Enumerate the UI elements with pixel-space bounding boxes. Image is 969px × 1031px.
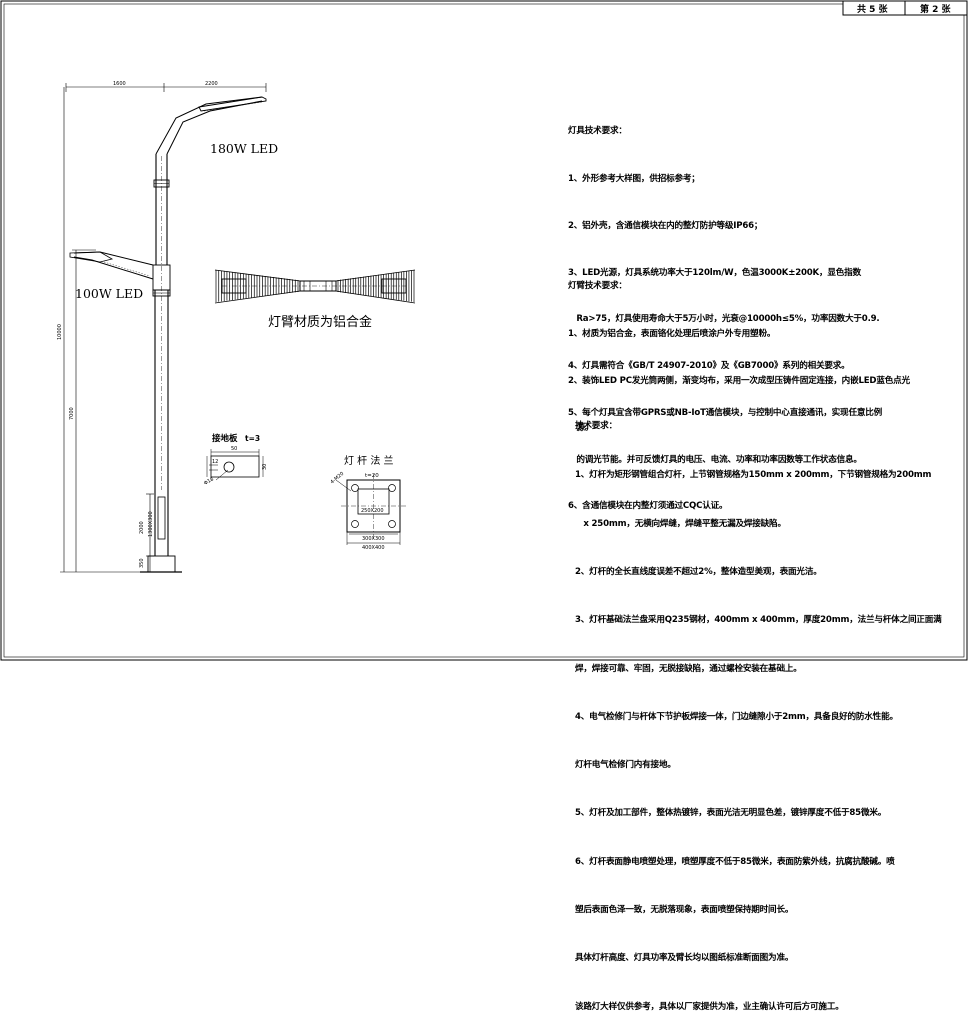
dim-door-box: 1300X300 xyxy=(148,511,154,537)
arm-material-caption: 灯臂材质为铝合金 xyxy=(268,314,372,330)
arm-requirements: 灯臂技术要求： 1、材质为铝合金，表面铬化处理后喷涂户外专用塑粉。 2、装饰LE… xyxy=(568,248,910,452)
arm-req-line: 1、材质为铝合金，表面铬化处理后喷涂户外专用塑粉。 xyxy=(568,328,776,339)
arm-req-line: 2、装饰LED PC发光筒两侧，渐变均布，采用一次成型压铸件固定连接，内嵌LED… xyxy=(568,375,910,386)
grounding-dim-length: 50 xyxy=(231,446,237,452)
pole-req-line: x 250mm，无横向焊缝，焊缝平整无漏及焊接缺陷。 xyxy=(575,518,786,529)
pole-req-line: 灯杆电气检修门内有接地。 xyxy=(575,760,676,771)
lamp-req-line: 2、铝外壳，含通信模块在内的整灯防护等级IP66； xyxy=(568,220,763,231)
pole-requirements-heading: 技术要求： xyxy=(575,421,617,432)
sheet-number: 第 2 张 xyxy=(920,5,951,15)
lamp-req-line: 5、每个灯具宜含带GPRS或NB-IoT通信模块，与控制中心直接通讯，实现任意比… xyxy=(568,407,883,418)
pole-requirements: 技术要求： 1、灯杆为矩形钢管组合灯杆，上节钢管规格为150mm x 200mm… xyxy=(575,386,942,1031)
drawing-frame xyxy=(0,0,968,661)
flange-inner-dim: 250X200 xyxy=(361,508,384,514)
dim-total-height: 10000 xyxy=(57,324,63,340)
pole-req-line: 4、电气检修门与杆体下节护板焊接一体，门边缝隙小于2mm，具备良好的防水性能。 xyxy=(575,711,898,722)
dim-top-right: 2200 xyxy=(205,81,218,87)
lamp-requirements: 灯具技术要求： 1、外形参考大样图，供招标参考； 2、铝外壳，含通信模块在内的整… xyxy=(568,93,882,531)
flange-detail xyxy=(335,474,406,545)
lamp-req-line: 3、LED光源，灯具系统功率大于120lm/W，色温3000K±200K，显色指… xyxy=(568,267,861,278)
lamp-req-line: 4、灯具需符合《GB/T 24907-2010》及《GB7000》系列的相关要求… xyxy=(568,361,850,372)
pole-req-line: 5、灯杆及加工部件，整体热镀锌，表面光洁无明显色差，镀锌厚度不低于85微米。 xyxy=(575,808,887,819)
elevation-dimensions: 1600 2200 10000 7000 2000 1300X300 350 xyxy=(57,81,218,568)
pole-req-line: 焊，焊接可靠、牢固，无脱接缺陷，通过螺栓安装在基础上。 xyxy=(575,663,802,674)
pole-req-line: 3、灯杆基础法兰盘采用Q235钢材，400mm x 400mm，厚度20mm，法… xyxy=(575,615,942,626)
arm-requirements-heading: 灯臂技术要求： xyxy=(568,281,627,292)
lamp-requirements-heading: 灯具技术要求： xyxy=(568,126,627,137)
dim-door: 2000 xyxy=(139,521,145,534)
grounding-dim-width: 12 xyxy=(212,459,218,465)
flange-bolt-label: 4-M20 xyxy=(329,471,345,486)
flange-mid-dim: 300X300 xyxy=(362,536,385,542)
dim-base: 350 xyxy=(139,558,145,568)
flange-outer-dim: 400X400 xyxy=(362,545,385,551)
flange-title: 灯 杆 法 兰 xyxy=(344,454,394,467)
title-block xyxy=(842,0,968,16)
pole-elevation xyxy=(60,83,267,573)
pole-req-line: 2、灯杆的全长直线度误差不超过2%，整体造型美观，表面光洁。 xyxy=(575,567,822,578)
upper-lamp-label: 180W LED xyxy=(210,141,278,156)
dim-upper-section: 7000 xyxy=(69,407,75,420)
dim-top-left: 1600 xyxy=(113,81,126,87)
pole-req-line: 该路灯大样仅供参考，具体以厂家提供为准，业主确认许可后方可施工。 xyxy=(575,1001,844,1012)
grounding-plate-thickness: t=3 xyxy=(245,434,260,443)
lower-lamp-label: 100W LED xyxy=(75,286,143,301)
pole-req-line: 6、灯杆表面静电喷塑处理，喷塑厚度不低于85微米，表面防紫外线，抗腐抗酸碱。喷 xyxy=(575,856,895,867)
inner-frame xyxy=(3,3,965,658)
arm-req-line: 源。 xyxy=(568,422,594,433)
grounding-plate-title: 接地板 xyxy=(212,433,238,444)
grounding-dim-height: 30 xyxy=(262,464,268,470)
lamp-req-line: 1、外形参考大样图，供招标参考； xyxy=(568,173,700,184)
arm-plan-view xyxy=(214,269,416,304)
pole-req-line: 1、灯杆为矩形钢管组合灯杆，上节钢管规格为150mm x 200mm，下节钢管规… xyxy=(575,470,932,481)
lamp-req-line: Ra>75，灯具使用寿命大于5万小时，光衰@10000h≤5%，功率因数大于0.… xyxy=(568,314,880,325)
pole-req-line: 具体灯杆高度、灯具功率及臂长均以图纸标准断面图为准。 xyxy=(575,953,794,964)
total-sheets: 共 5 张 xyxy=(857,5,888,15)
lamp-req-line: 6、含通信模块在内整灯须通过CQC认证。 xyxy=(568,501,728,512)
lamp-req-line: 的调光节能。并可反馈灯具的电压、电流、功率和功率因数等工作状态信息。 xyxy=(568,454,862,465)
drawing-sheet: 1600 2200 10000 7000 2000 1300X300 350 1… xyxy=(0,0,968,661)
grounding-plate-detail xyxy=(206,449,264,481)
pole-req-line: 塑后表面色泽一致，无脱落现象，表面喷塑保持期时间长。 xyxy=(575,905,794,915)
grounding-dim-hole: Φ18 xyxy=(203,476,215,486)
flange-thickness: t=20 xyxy=(365,473,379,479)
